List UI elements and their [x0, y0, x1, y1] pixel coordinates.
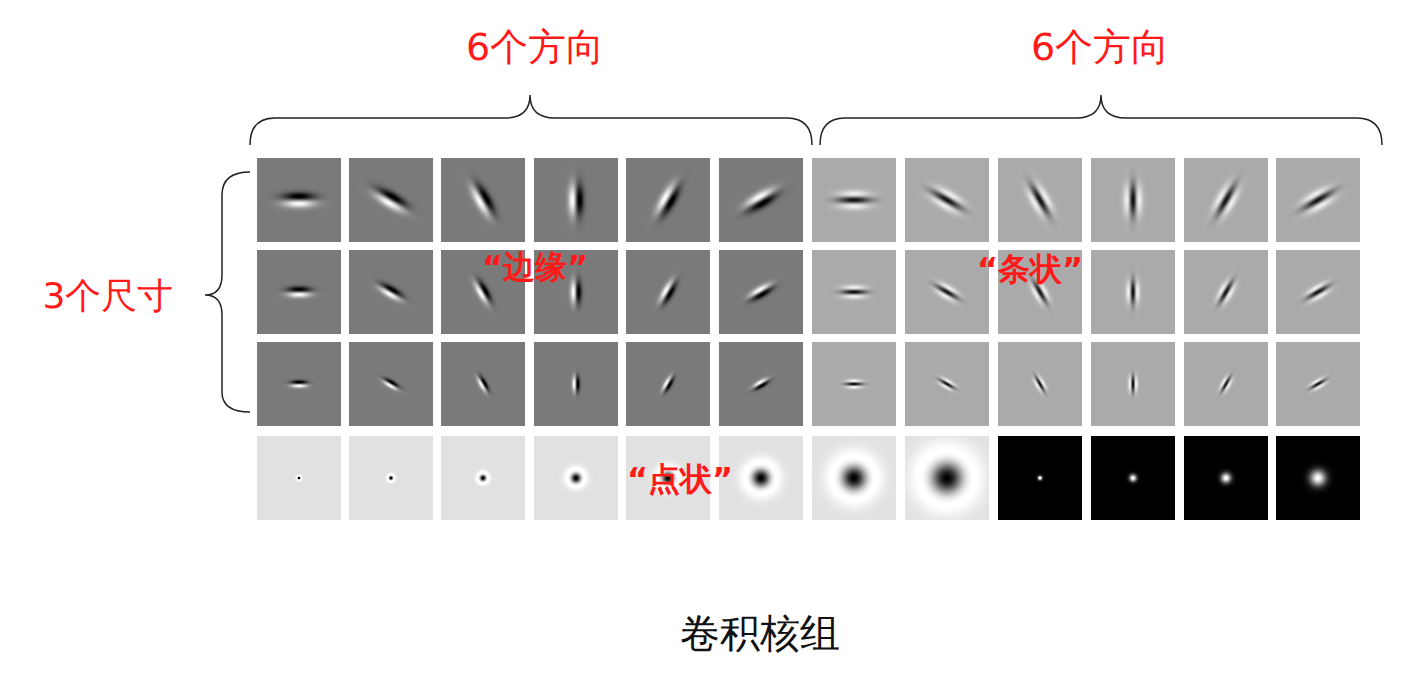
curly-brace	[205, 172, 250, 412]
filter-type-label: “条状”	[977, 252, 1083, 287]
filter-type-label: “点状”	[627, 462, 733, 497]
filter-type-label: “边缘”	[482, 250, 588, 285]
figure-caption: 卷积核组	[680, 611, 840, 655]
annotation-label: 6个方向	[466, 27, 604, 69]
annotation-label: 6个方向	[1031, 27, 1169, 69]
annotation-label: 3个尺寸	[43, 276, 174, 316]
curly-brace	[820, 95, 1382, 145]
curly-brace	[250, 95, 812, 145]
